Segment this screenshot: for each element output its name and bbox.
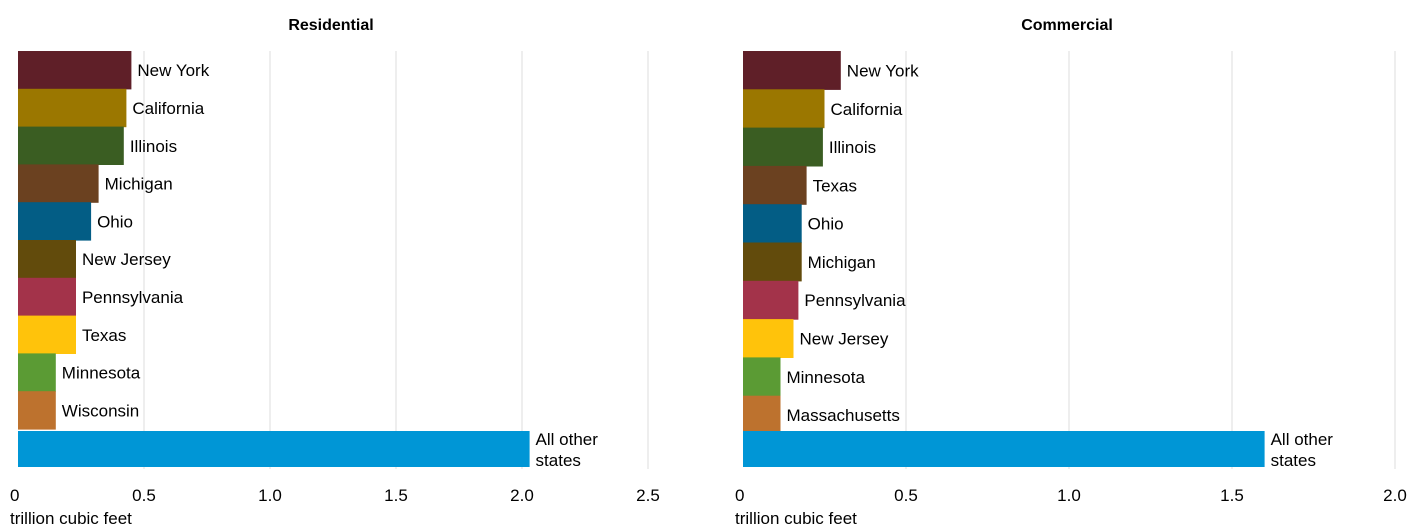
commercial-bar — [743, 357, 781, 397]
commercial-tick-label: 0 — [735, 486, 744, 505]
commercial-bar-label-line: states — [1271, 451, 1316, 470]
commercial-bar-label: Minnesota — [786, 368, 865, 387]
commercial-bar-label: All other states — [1271, 430, 1334, 470]
residential-bar — [18, 51, 132, 90]
residential-bar — [18, 353, 56, 392]
residential-bar-label: Wisconsin — [62, 401, 139, 420]
commercial-bar — [743, 242, 802, 282]
commercial-tick-label: 1.0 — [1057, 486, 1081, 505]
residential-bar-label: Illinois — [130, 137, 177, 156]
residential-tick-label: 0 — [10, 486, 19, 505]
residential-title: Residential — [288, 17, 373, 34]
commercial-bar — [743, 127, 823, 167]
residential-tick-label: 2.5 — [636, 486, 660, 505]
commercial-x-axis-label: trillion cubic feet — [735, 509, 857, 527]
commercial-bar — [743, 431, 1265, 467]
commercial-bar — [743, 51, 841, 90]
residential-bar-label: New York — [137, 61, 209, 80]
commercial-tick-label: 2.0 — [1383, 486, 1407, 505]
commercial-tick-label: 1.5 — [1220, 486, 1244, 505]
residential-bar — [18, 315, 76, 354]
commercial-bar-label: California — [831, 100, 903, 119]
commercial-bar — [743, 89, 825, 129]
commercial-panel: Commercial 0 0.5 1.0 1.5 2.0 New YorkCaliforni… — [735, 17, 1407, 527]
residential-bar — [18, 202, 92, 241]
commercial-bar-label: New Jersey — [800, 330, 889, 349]
residential-panel: Residential 0 0.5 1.0 1.5 2.0 2.5 New YorkCalif… — [10, 17, 660, 527]
residential-bar-label: California — [132, 99, 204, 118]
residential-bar — [18, 391, 56, 430]
residential-tick-label: 1.5 — [384, 486, 408, 505]
residential-tick-label: 1.0 — [258, 486, 282, 505]
residential-bar-label-line: states — [536, 451, 581, 470]
residential-bar — [18, 164, 99, 203]
commercial-bar-label: New York — [847, 62, 919, 81]
commercial-bar-label: Ohio — [808, 215, 844, 234]
residential-tick-label: 2.0 — [510, 486, 534, 505]
commercial-tick-label: 0.5 — [894, 486, 918, 505]
residential-bar — [18, 88, 127, 128]
commercial-title: Commercial — [1021, 17, 1113, 34]
residential-x-axis-label: trillion cubic feet — [10, 509, 132, 527]
residential-bar-label: Minnesota — [62, 364, 141, 383]
commercial-bar-label: Michigan — [808, 253, 876, 272]
residential-bar — [18, 277, 76, 317]
commercial-bar-label: Illinois — [829, 138, 876, 157]
commercial-bar-label: Texas — [813, 176, 857, 195]
residential-bar-label: Michigan — [105, 175, 173, 194]
residential-bar-label: All other states — [536, 430, 599, 470]
residential-bar-label: Pennsylvania — [82, 288, 184, 307]
commercial-bar — [743, 319, 794, 358]
commercial-bar — [743, 395, 781, 435]
commercial-bar-label: Pennsylvania — [804, 291, 906, 310]
residential-bar-label: Ohio — [97, 212, 133, 231]
commercial-bar-label-line: All other — [1271, 430, 1334, 449]
residential-bar — [18, 126, 124, 165]
residential-bar-label: Texas — [82, 326, 126, 345]
residential-tick-label: 0.5 — [132, 486, 156, 505]
residential-bar-label: New Jersey — [82, 250, 171, 269]
commercial-bar — [743, 165, 807, 205]
residential-bar — [18, 240, 76, 279]
residential-bar — [18, 431, 530, 467]
commercial-bar-label: Massachusetts — [786, 406, 899, 425]
commercial-bar — [743, 280, 799, 320]
commercial-bar — [743, 204, 802, 244]
residential-bar-label-line: All other — [536, 430, 599, 449]
